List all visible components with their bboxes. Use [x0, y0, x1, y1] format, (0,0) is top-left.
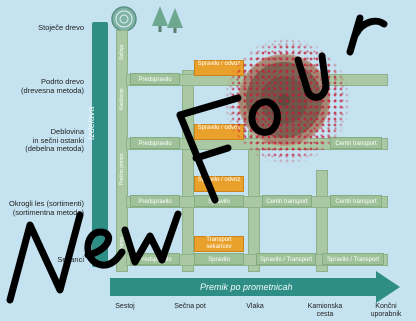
cell-centri-transport-3: Centri transport — [330, 195, 382, 207]
conifer-trees-icon — [152, 6, 183, 33]
process-column-1 — [116, 30, 128, 272]
row-label-stem-wood: Deblovina in sečni ostanki (debelna meto… — [25, 127, 84, 153]
row-label-felled-tree: Podrto drevo (drevesna metoda) — [21, 77, 84, 95]
cell-predspravilo-1: Predspravilo — [130, 73, 180, 85]
tree-stump-icon — [111, 6, 137, 32]
cell-spravilo-1: Spravilo — [194, 195, 244, 207]
cell-transport-sekancev: Transport sekancev — [194, 236, 244, 252]
process-column-4 — [316, 170, 328, 272]
red-dot-pattern — [224, 38, 350, 164]
cell-spravilo-transport: Spravilo / Transport — [256, 253, 316, 265]
column-label-skid-road: Vlaka — [246, 303, 264, 310]
vertical-axis-arrow — [92, 22, 108, 267]
row-bar-round-wood — [126, 196, 388, 208]
cell-spravilo-2: Spravilo — [194, 253, 244, 265]
horizontal-axis-arrowhead — [376, 271, 400, 303]
column-label-end-user: Končni uporabnik — [370, 303, 402, 318]
row-label-standing-tree: Stoječe drevo — [38, 23, 84, 32]
column-label-truck-road: Kamionska cesta — [307, 303, 343, 318]
horizontal-axis-label: Premik po prometnicah — [200, 282, 293, 292]
cell-predspravilo-3: Predspravilo — [130, 195, 180, 207]
column-label-skid-trail: Sečna pot — [174, 303, 206, 310]
cell-predspravilo-2: Predspravilo — [130, 137, 180, 149]
cell-centri-transport-1: Centri transport — [330, 137, 382, 149]
cell-spravilo-transport-2: Spravilo / Transport — [322, 253, 384, 265]
row-label-round-wood: Okrogli les (sortimenti) (sortimentna me… — [8, 199, 84, 217]
column-label-stand: Sestoj — [115, 303, 135, 310]
cell-centri-transport-2: Centri transport — [262, 195, 312, 207]
horizontal-axis-arrow — [110, 278, 376, 296]
